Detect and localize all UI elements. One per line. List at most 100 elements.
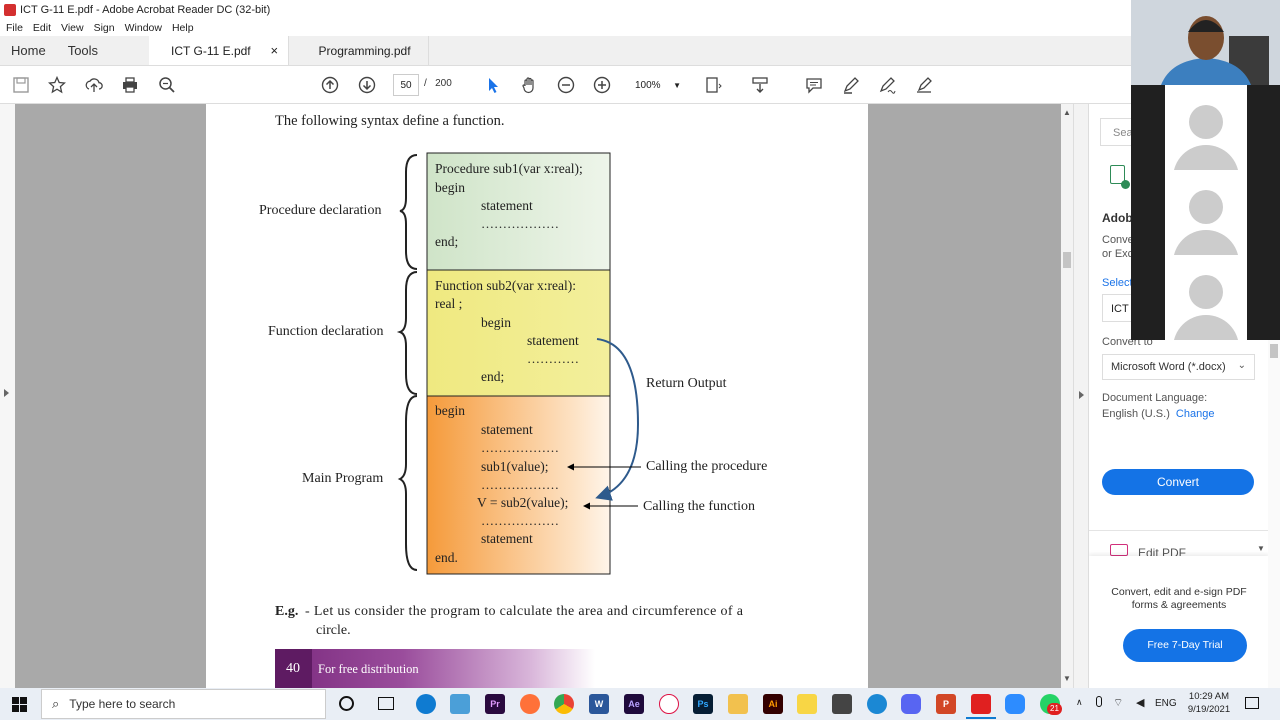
notepad-icon[interactable]: [450, 694, 470, 714]
menu-file[interactable]: File: [6, 22, 23, 34]
menu-sign[interactable]: Sign: [93, 22, 115, 34]
ppt-icon[interactable]: P: [936, 694, 956, 714]
cortana-icon[interactable]: [339, 696, 354, 711]
menu-help[interactable]: Help: [171, 22, 194, 34]
panel-scroll-down-icon[interactable]: ▼: [1257, 544, 1265, 553]
tab-ict-g11-label: ICT G-11 E.pdf: [171, 43, 251, 58]
search-icon[interactable]: [157, 75, 177, 95]
hand-icon[interactable]: [519, 75, 539, 95]
scroll-down-icon[interactable]: ▼: [1063, 674, 1071, 683]
discord-icon[interactable]: [901, 694, 921, 714]
video-participant-tile: [1131, 170, 1280, 255]
menu-edit[interactable]: Edit: [32, 22, 52, 34]
ae-icon[interactable]: Ae: [624, 694, 644, 714]
label-main-program: Main Program: [302, 471, 384, 486]
tab-tools[interactable]: Tools: [67, 43, 99, 58]
volume-icon[interactable]: ◀: [1136, 697, 1145, 709]
ps-icon[interactable]: Ps: [693, 694, 713, 714]
file-explorer-icon[interactable]: [728, 694, 748, 714]
close-icon[interactable]: ×: [270, 43, 279, 58]
star-icon[interactable]: [47, 75, 67, 95]
format-select[interactable]: Microsoft Word (*.docx) ⌄: [1102, 354, 1255, 380]
word-icon[interactable]: W: [589, 694, 609, 714]
tab-programming[interactable]: Programming.pdf: [289, 36, 430, 65]
notes-icon[interactable]: [797, 694, 817, 714]
change-language-link[interactable]: Change: [1175, 408, 1215, 420]
right-panel-toggle[interactable]: [1073, 104, 1088, 688]
code-line: ………………: [481, 216, 559, 231]
ai-icon[interactable]: Ai: [763, 694, 783, 714]
calculator-icon[interactable]: [832, 694, 852, 714]
page-separator: /: [424, 78, 427, 89]
page-number-input[interactable]: 50: [393, 74, 419, 96]
scroll-mode-icon[interactable]: [750, 75, 770, 95]
search-icon: ⌕: [52, 696, 60, 711]
left-panel-toggle[interactable]: [0, 104, 15, 688]
tab-ict-g11[interactable]: ICT G-11 E.pdf ×: [149, 36, 290, 65]
document-scrollbar[interactable]: ▲ ▼: [1061, 104, 1073, 688]
label-function-declaration: Function declaration: [268, 324, 384, 339]
syntax-diagram: [396, 152, 641, 575]
scroll-up-icon[interactable]: ▲: [1063, 108, 1071, 117]
menu-view[interactable]: View: [61, 22, 84, 34]
wifi-icon[interactable]: ⌔: [1113, 697, 1124, 709]
sign-icon[interactable]: [914, 75, 934, 95]
print-icon[interactable]: [120, 75, 140, 95]
menu-window[interactable]: Window: [124, 22, 162, 34]
select-file-link[interactable]: Select: [1102, 277, 1133, 289]
network-app-icon[interactable]: [867, 694, 887, 714]
zoom-in-icon[interactable]: [592, 75, 612, 95]
panel-divider: [1089, 530, 1268, 531]
mic-icon[interactable]: [1096, 696, 1102, 707]
tab-home[interactable]: Home: [11, 43, 46, 58]
select-cursor-icon[interactable]: [483, 75, 503, 95]
panel-scroll-thumb[interactable]: [1270, 344, 1278, 358]
main-brace: [397, 395, 418, 571]
snipping-icon[interactable]: [659, 694, 679, 714]
draw-icon[interactable]: [877, 75, 897, 95]
edge-icon[interactable]: [416, 694, 436, 714]
convert-button[interactable]: Convert: [1102, 469, 1254, 495]
prev-page-icon[interactable]: [320, 75, 340, 95]
zoom-out-icon[interactable]: [556, 75, 576, 95]
edit-pdf-icon[interactable]: [1110, 544, 1128, 556]
language-indicator[interactable]: ENG: [1155, 698, 1177, 709]
code-line: ………………: [481, 440, 559, 455]
footer-text: For free distribution: [318, 662, 419, 676]
code-line: Procedure sub1(var x:real);: [435, 161, 583, 176]
code-line: end;: [435, 234, 459, 249]
page-count: 200: [435, 78, 452, 89]
procedure-brace: [399, 154, 418, 270]
cloud-upload-icon[interactable]: [84, 75, 104, 95]
next-page-icon[interactable]: [357, 75, 377, 95]
chrome-icon[interactable]: [554, 694, 574, 714]
procedure-box: [426, 152, 611, 271]
clock[interactable]: 10:29 AM 9/19/2021: [1184, 690, 1234, 716]
comment-icon[interactable]: [804, 75, 824, 95]
document-viewer[interactable]: The following syntax define a function.: [15, 104, 1061, 688]
save-icon[interactable]: [11, 75, 31, 95]
annotation-return-output: Return Output: [646, 376, 727, 391]
pr-icon[interactable]: Pr: [485, 694, 505, 714]
scroll-thumb[interactable]: [1063, 252, 1071, 268]
video-presenter-tile: [1131, 0, 1280, 85]
tab-programming-label: Programming.pdf: [318, 43, 411, 58]
task-view-icon[interactable]: [378, 697, 394, 710]
firefox-icon[interactable]: [520, 694, 540, 714]
fit-page-icon[interactable]: [703, 75, 723, 95]
windows-start-icon[interactable]: [12, 697, 27, 712]
export-pdf-icon[interactable]: [1110, 165, 1130, 189]
document-language-value: English (U.S.): [1102, 408, 1170, 420]
taskbar-search-input[interactable]: ⌕ Type here to search: [41, 689, 326, 719]
acrobat-icon[interactable]: [971, 694, 991, 714]
code-line: ………………: [481, 513, 559, 528]
zoom-select[interactable]: 100%▼: [630, 76, 686, 94]
free-trial-button[interactable]: Free 7-Day Trial: [1123, 629, 1247, 662]
highlight-pen-icon[interactable]: [841, 75, 861, 95]
zoom-icon[interactable]: [1005, 694, 1025, 714]
promo-area: [1089, 556, 1268, 688]
chevron-up-icon[interactable]: ∧: [1076, 697, 1083, 707]
action-center-icon[interactable]: [1245, 697, 1259, 709]
function-brace: [396, 271, 418, 395]
participant-avatar: [1165, 255, 1247, 340]
